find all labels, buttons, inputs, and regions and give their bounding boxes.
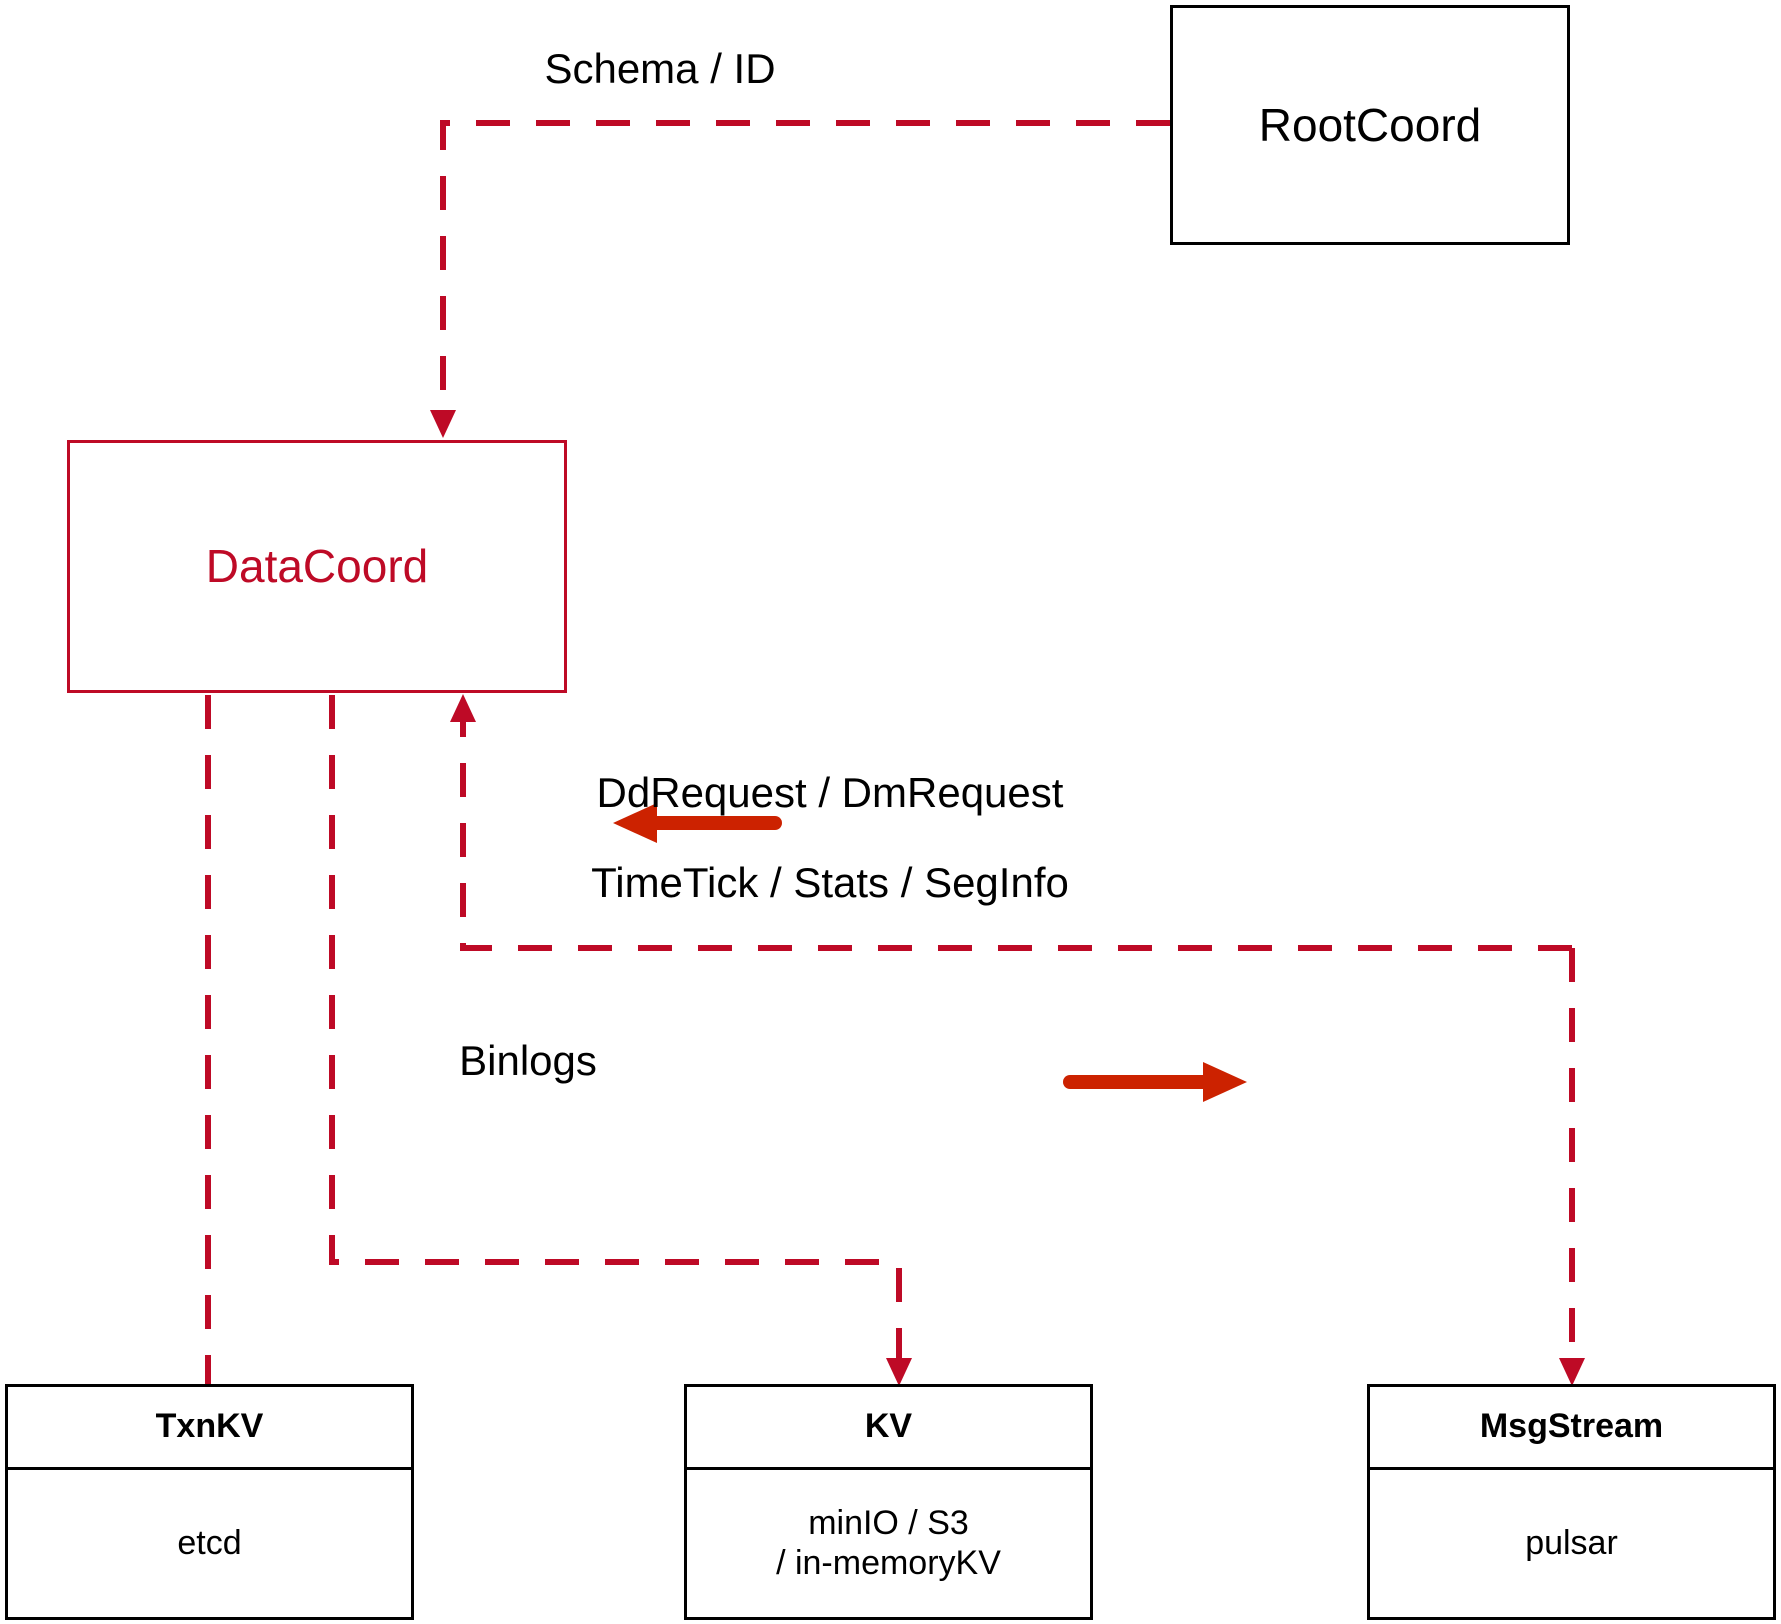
node-kv-header: KV (687, 1387, 1090, 1470)
node-kv-body: minIO / S3 / in-memoryKV (776, 1504, 1001, 1582)
node-datacoord[interactable]: DataCoord (67, 440, 567, 693)
node-rootcoord[interactable]: RootCoord (1170, 5, 1570, 245)
node-rootcoord-label: RootCoord (1258, 98, 1482, 151)
edge-label-dd-dm-request: DdRequest / DmRequest (596, 769, 1064, 816)
node-msgstream[interactable]: MsgStream pulsar (1367, 1384, 1776, 1620)
node-msgstream-header: MsgStream (1370, 1387, 1773, 1470)
edge-label-schema-id: Schema / ID (544, 45, 776, 92)
node-txnkv-header: TxnKV (8, 1387, 411, 1470)
node-txnkv[interactable]: TxnKV etcd (5, 1384, 414, 1620)
node-txnkv-body: etcd (177, 1523, 242, 1562)
node-kv[interactable]: KV minIO / S3 / in-memoryKV (684, 1384, 1093, 1620)
edge-msgstream-to-datacoord (450, 694, 1572, 951)
edge-label-timetick-stats-seginfo: TimeTick / Stats / SegInfo (591, 859, 1069, 906)
node-datacoord-label: DataCoord (205, 540, 429, 593)
node-msgstream-body: pulsar (1525, 1523, 1618, 1562)
edge-label-binlogs: Binlogs (459, 1037, 597, 1084)
edge-rootcoord-to-datacoord (430, 120, 1170, 438)
